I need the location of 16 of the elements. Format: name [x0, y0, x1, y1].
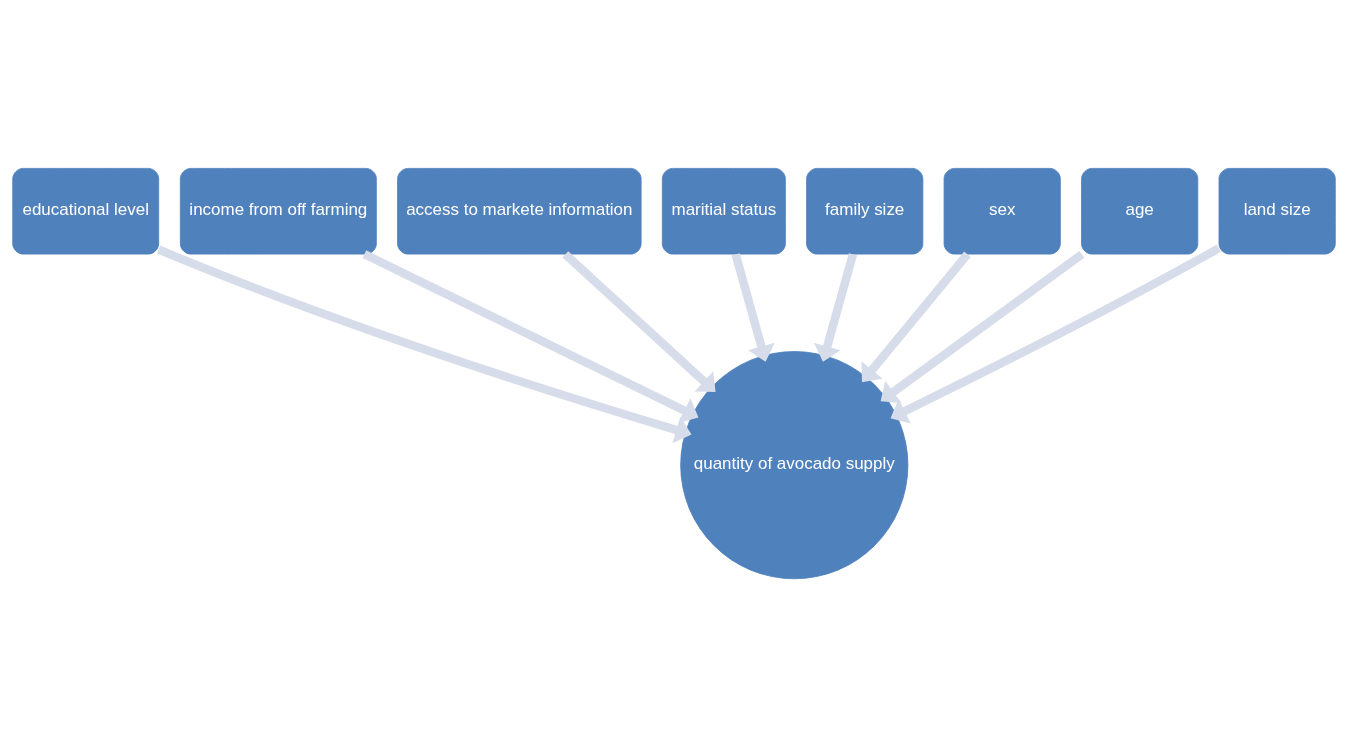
arrow — [890, 244, 1221, 424]
node-box: age — [1081, 167, 1199, 255]
node-box: educational level — [12, 167, 160, 255]
arrow — [880, 250, 1085, 403]
node-box: sex — [943, 167, 1061, 255]
arrow — [861, 251, 971, 382]
node-box: land size — [1218, 167, 1336, 255]
node-box: income from off farming — [179, 167, 377, 255]
node-box: family size — [806, 167, 924, 255]
node-box: access to markete information — [397, 167, 642, 255]
arrow — [362, 249, 699, 423]
node-box: maritial status — [661, 167, 786, 255]
arrow — [157, 245, 692, 443]
arrow — [813, 252, 857, 362]
arrow — [731, 252, 775, 362]
arrow — [562, 250, 716, 392]
